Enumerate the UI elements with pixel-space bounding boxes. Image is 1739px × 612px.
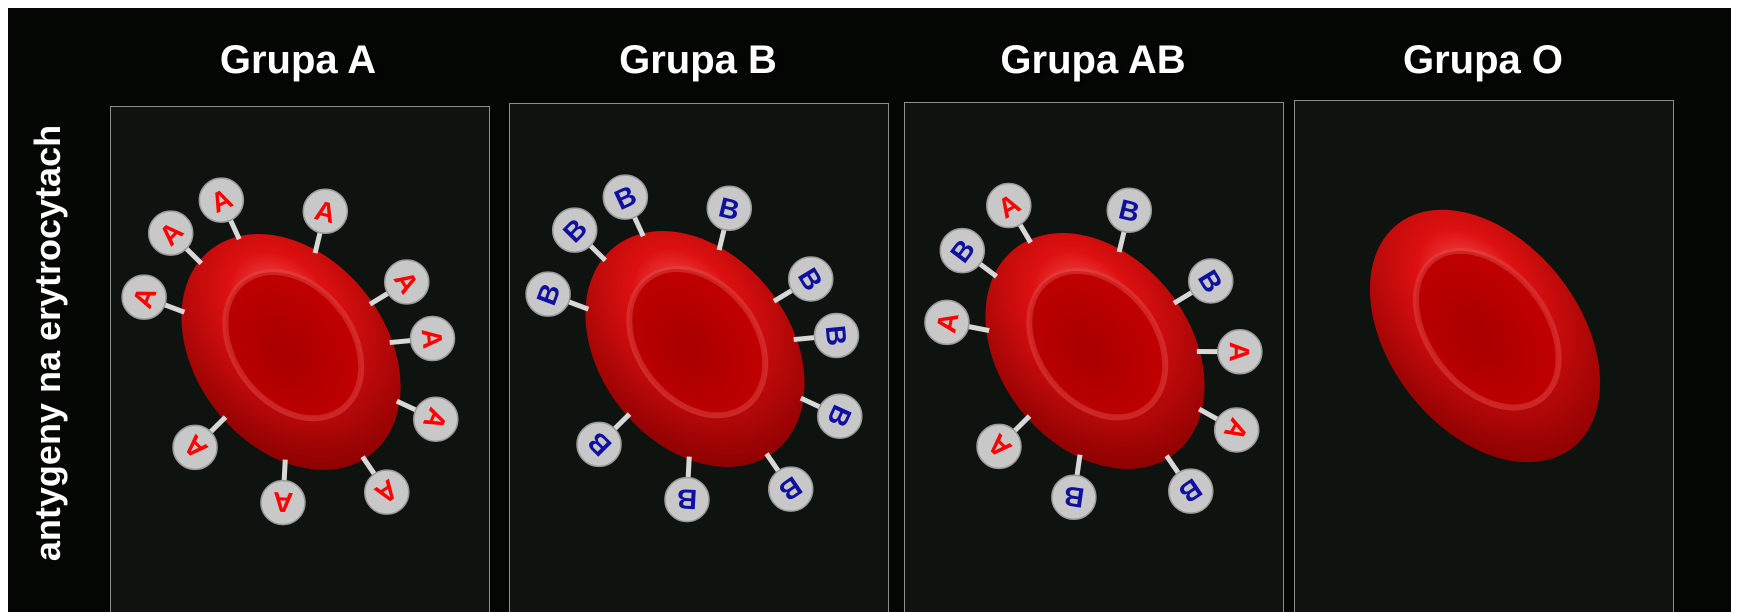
antigen-bubble [121, 274, 167, 320]
antigen-a: A [147, 210, 204, 266]
antigen-b: B [799, 393, 863, 439]
antigen-b: B [939, 227, 999, 279]
antigen-a: A [1197, 406, 1260, 453]
antigen-b: B [664, 456, 710, 523]
group-o-cell [1369, 209, 1601, 463]
antigen-bubble [768, 466, 814, 512]
cell-center [1412, 247, 1562, 411]
erythrocyte [985, 233, 1205, 469]
antigen-label: A [272, 486, 294, 518]
cell-center [222, 269, 365, 422]
antigen-bubble [364, 469, 410, 515]
antigen-bubble [576, 421, 622, 468]
antigen-bubble [706, 185, 753, 232]
cell-center [1026, 268, 1169, 421]
group-a-title: Grupa A [219, 38, 377, 82]
antigen-b: B [525, 271, 590, 317]
antigen-b: B [602, 174, 649, 238]
erythrocyte [585, 231, 805, 467]
antigen-label: B [820, 324, 853, 347]
antigen-bubble [198, 177, 245, 223]
antigen-a: A [302, 188, 349, 254]
group-o-panel [1294, 100, 1674, 612]
antigen-bubble [813, 312, 860, 359]
group-ab-title: Grupa AB [1000, 38, 1186, 82]
antigen-b: B [576, 412, 632, 468]
antigen-bubble [384, 259, 430, 305]
antigen-bubble [1217, 329, 1263, 375]
antigen-b: B [1164, 454, 1214, 514]
antigen-a: A [389, 315, 456, 362]
diagram-stage: antygeny na erytrocytach Grupa A Grupa B… [8, 8, 1731, 612]
antigen-bubble [172, 424, 218, 471]
erythrocyte [181, 234, 401, 470]
antigen-bubble [1213, 407, 1260, 453]
antigen-bubble [602, 174, 649, 220]
antigen-b: B [551, 207, 608, 263]
cell-center [626, 266, 769, 419]
antigen-label: B [1062, 480, 1086, 514]
antigen-bubble [525, 271, 571, 317]
antigen-a: A [260, 459, 306, 526]
antigen-bubble [302, 188, 349, 235]
antigen-bubble [1188, 258, 1234, 304]
antigen-a: A [360, 455, 410, 515]
antigen-bubble [976, 423, 1022, 470]
antigen-bubble [817, 393, 863, 439]
antigen-bubble [413, 396, 459, 442]
antigen-b: B [1106, 187, 1153, 253]
antigen-b: B [1172, 258, 1234, 306]
antigen-bubble [1168, 468, 1214, 514]
antigen-a: A [986, 182, 1033, 244]
antigen-bubble [788, 256, 834, 302]
group-o-title: Grupa O [1402, 38, 1564, 82]
antigen-b: B [764, 452, 814, 512]
antigen-bubble [260, 479, 306, 526]
antigen-a: A [924, 299, 990, 346]
antigen-b: B [706, 185, 753, 251]
antigen-bubble [1106, 187, 1153, 234]
antigen-bubble [551, 207, 598, 253]
side-label: antygeny na erytrocytach [27, 124, 68, 562]
erythrocyte [1369, 209, 1601, 463]
antigen-a: A [121, 274, 186, 320]
antigen-bubble [1051, 474, 1097, 521]
antigen-label: B [676, 483, 698, 515]
antigen-a: A [1196, 329, 1263, 375]
antigen-bubble [939, 227, 986, 274]
antigen-label: A [416, 327, 449, 350]
antigen-bubble [147, 210, 194, 256]
antigen-a: A [198, 177, 245, 241]
antigen-b: B [772, 256, 834, 304]
antigen-label: A [1224, 342, 1255, 362]
group-b-title: Grupa B [619, 38, 777, 82]
antigen-bubble [664, 476, 710, 523]
antigen-a: A [368, 259, 430, 307]
antigen-a: A [172, 415, 228, 471]
antigen-b: B [793, 312, 860, 359]
antigen-b: B [1051, 454, 1097, 521]
antigen-bubble [409, 315, 456, 362]
antigen-bubble [986, 182, 1032, 229]
antigen-bubble [924, 299, 970, 346]
antigen-a: A [395, 396, 459, 442]
antigen-a: A [976, 414, 1032, 470]
